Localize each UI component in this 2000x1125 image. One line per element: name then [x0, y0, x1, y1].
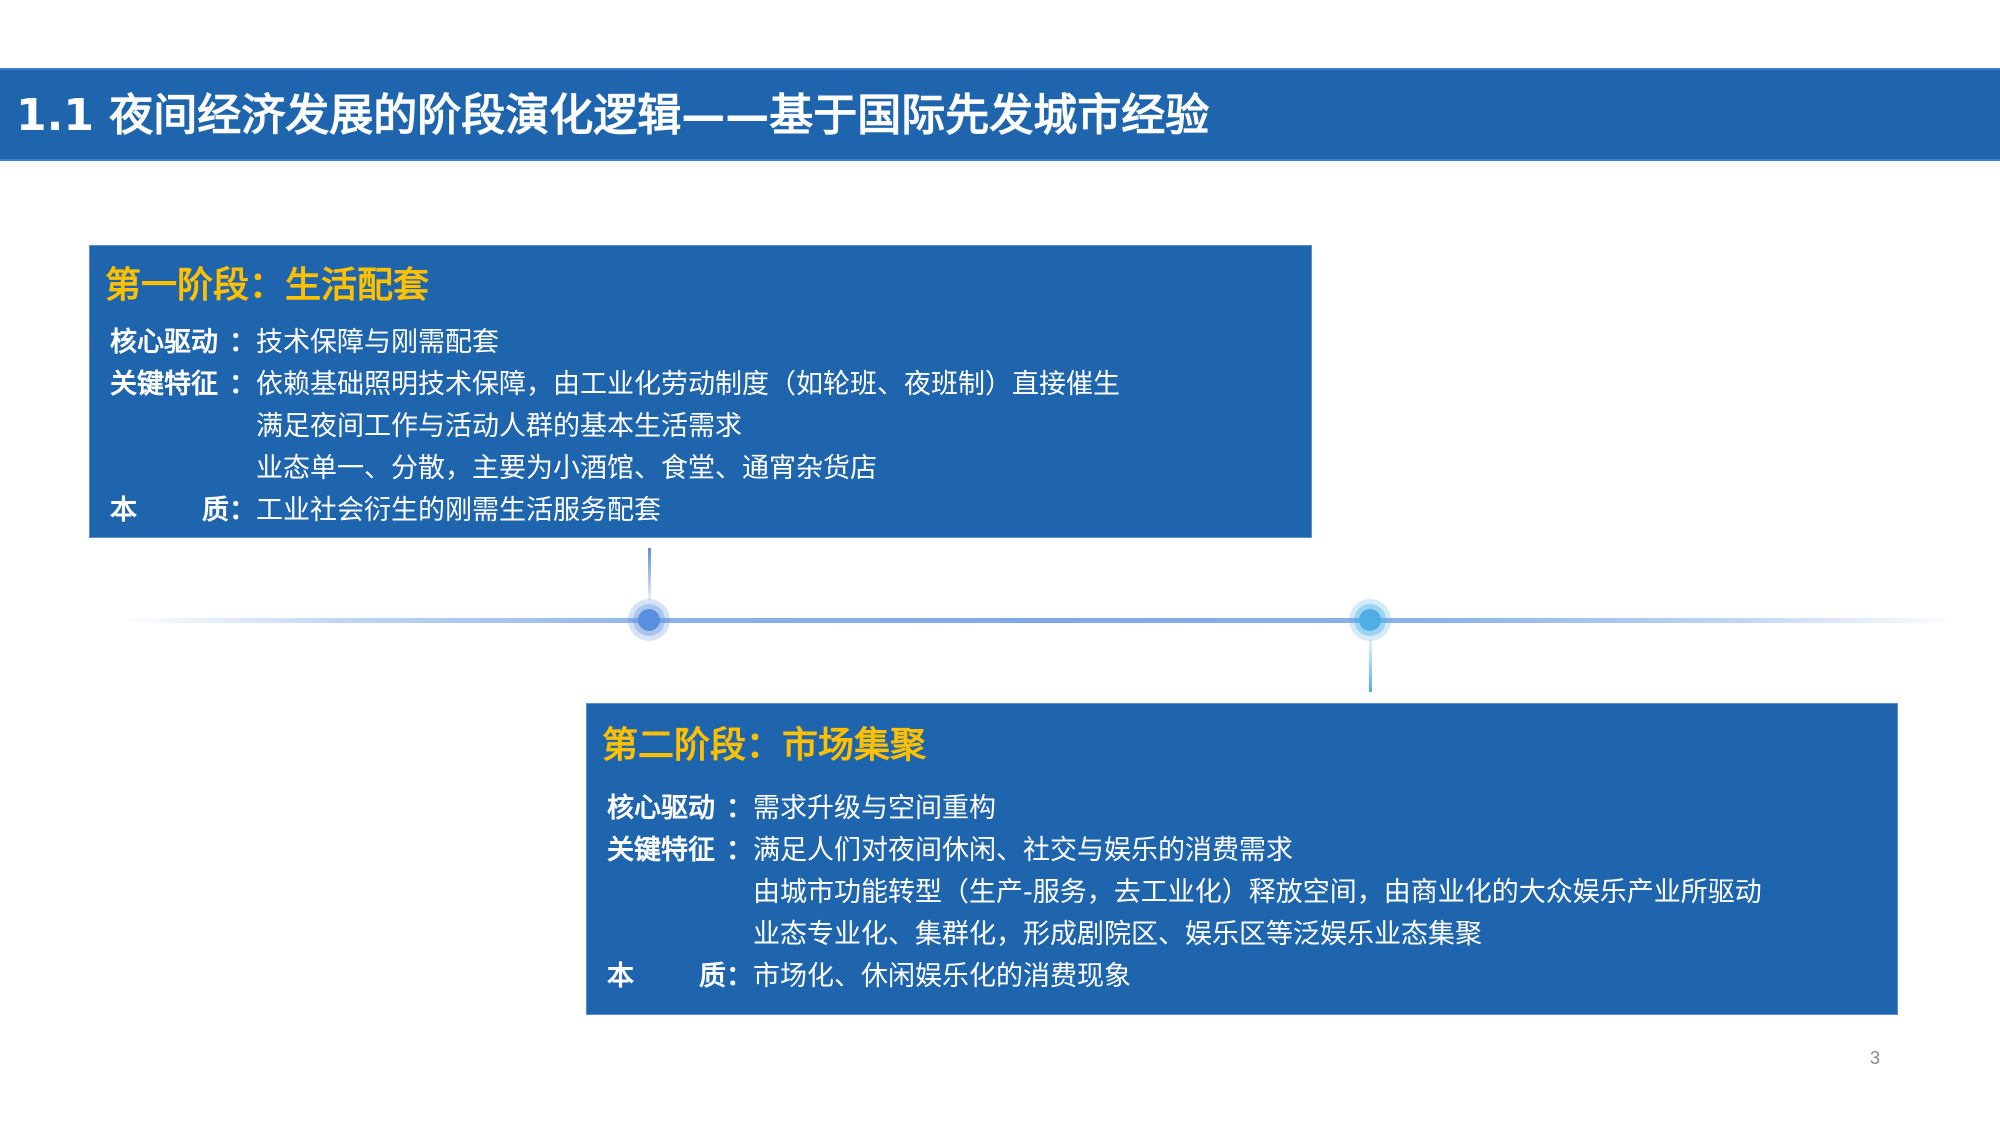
stage-2-connector: [1369, 640, 1372, 692]
row-value: 业态单一、分散，主要为小酒馆、食堂、通宵杂货店: [256, 453, 877, 484]
row-label: 本质：: [110, 495, 256, 526]
page-title: 1.1 夜间经济发展的阶段演化逻辑——基于国际先发城市经验: [16, 90, 1210, 141]
stage-1-heading: 第一阶段：生活配套: [105, 265, 430, 306]
row-label: 核心驱动：: [110, 327, 256, 358]
stage-2-row-key-features: 关键特征： 满足人们对夜间休闲、社交与娱乐的消费需求: [607, 830, 1762, 872]
stage-2-row-key-features-cont-2: 业态专业化、集群化，形成剧院区、娱乐区等泛娱乐业态集聚: [607, 914, 1762, 956]
stage-1-rows: 核心驱动： 技术保障与刚需配套 关键特征： 依赖基础照明技术保障，由工业化劳动制…: [110, 322, 1120, 532]
stage-1-row-core-driver: 核心驱动： 技术保障与刚需配套: [110, 322, 1120, 364]
stage-2-row-core-driver: 核心驱动： 需求升级与空间重构: [607, 788, 1762, 830]
title-bar: 1.1 夜间经济发展的阶段演化逻辑——基于国际先发城市经验: [0, 68, 2000, 161]
stage-2-box: 第二阶段：市场集聚 核心驱动： 需求升级与空间重构 关键特征： 满足人们对夜间休…: [586, 703, 1898, 1015]
stage-1-row-key-features-cont-2: 业态单一、分散，主要为小酒馆、食堂、通宵杂货店: [110, 448, 1120, 490]
page-number: 3: [1870, 1048, 1881, 1068]
stage-1-row-essence: 本质： 工业社会衍生的刚需生活服务配套: [110, 490, 1120, 532]
stage-2-rows: 核心驱动： 需求升级与空间重构 关键特征： 满足人们对夜间休闲、社交与娱乐的消费…: [607, 788, 1762, 998]
stage-1-node-icon: [628, 599, 670, 641]
row-value: 需求升级与空间重构: [753, 793, 996, 824]
row-label: 关键特征：: [110, 369, 256, 400]
row-value: 技术保障与刚需配套: [256, 327, 499, 358]
stage-1-connector: [648, 548, 651, 600]
stage-2-heading: 第二阶段：市场集聚: [602, 725, 927, 766]
stage-1-row-key-features-cont-1: 满足夜间工作与活动人群的基本生活需求: [110, 406, 1120, 448]
row-value: 业态专业化、集群化，形成剧院区、娱乐区等泛娱乐业态集聚: [753, 919, 1482, 950]
row-value: 由城市功能转型（生产-服务，去工业化）释放空间，由商业化的大众娱乐产业所驱动: [753, 877, 1762, 908]
row-value: 工业社会衍生的刚需生活服务配套: [256, 495, 661, 526]
timeline-line: [120, 618, 1960, 623]
stage-2-node-icon: [1349, 599, 1391, 641]
row-label: 关键特征：: [607, 835, 753, 866]
row-value: 市场化、休闲娱乐化的消费现象: [753, 961, 1131, 992]
row-value: 满足夜间工作与活动人群的基本生活需求: [256, 411, 742, 442]
stage-2-row-key-features-cont-1: 由城市功能转型（生产-服务，去工业化）释放空间，由商业化的大众娱乐产业所驱动: [607, 872, 1762, 914]
row-label: 本质：: [607, 961, 753, 992]
stage-1-row-key-features: 关键特征： 依赖基础照明技术保障，由工业化劳动制度（如轮班、夜班制）直接催生: [110, 364, 1120, 406]
row-value: 依赖基础照明技术保障，由工业化劳动制度（如轮班、夜班制）直接催生: [256, 369, 1120, 400]
row-label: 核心驱动：: [607, 793, 753, 824]
row-value: 满足人们对夜间休闲、社交与娱乐的消费需求: [753, 835, 1293, 866]
stage-1-box: 第一阶段：生活配套 核心驱动： 技术保障与刚需配套 关键特征： 依赖基础照明技术…: [89, 245, 1312, 538]
stage-2-row-essence: 本质： 市场化、休闲娱乐化的消费现象: [607, 956, 1762, 998]
